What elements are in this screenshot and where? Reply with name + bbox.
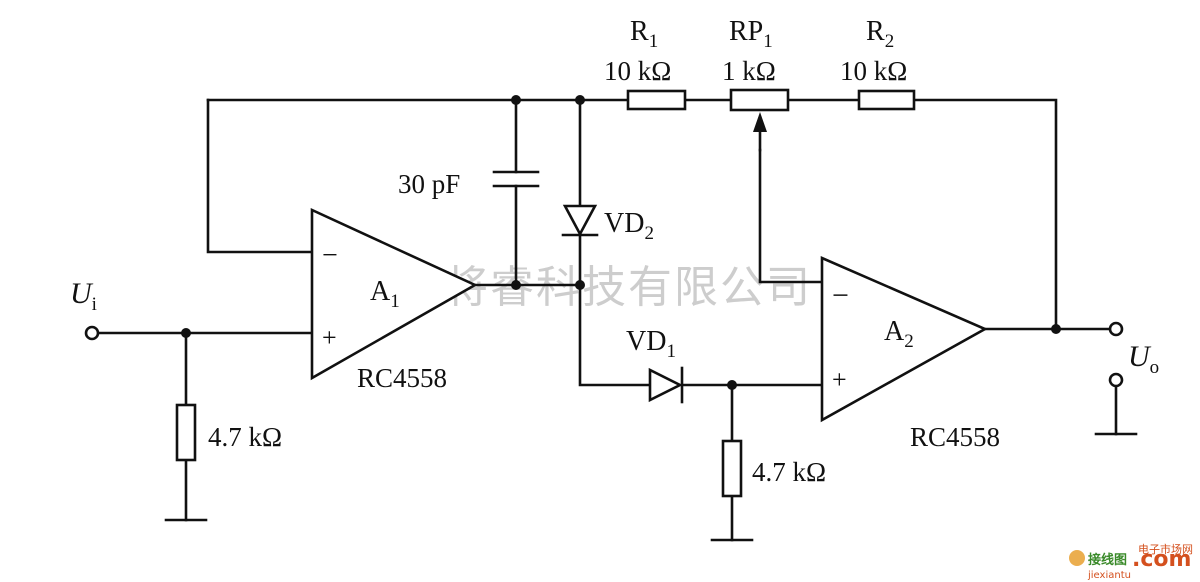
vd2-label: VD2 (604, 208, 654, 244)
a1-minus-sign: − (322, 240, 338, 271)
junction-dot (511, 95, 521, 105)
a2-part-number: RC4558 (910, 422, 1000, 452)
capacitor (492, 170, 540, 188)
junction-dot (181, 328, 191, 338)
opamp-a2 (820, 256, 988, 423)
junction-dot (575, 280, 585, 290)
rp1-value: 1 kΩ (722, 56, 776, 86)
input-terminal (84, 325, 100, 341)
rp1-label: RP1 (729, 16, 773, 52)
diode-vd2 (561, 204, 599, 237)
logo-text-sub: jiexiantu (1087, 570, 1131, 581)
wires (96, 98, 1118, 542)
r2-value: 10 kΩ (840, 56, 907, 86)
wiper-arrow-icon (753, 112, 767, 152)
junction-dot (511, 280, 521, 290)
a1-label: A1 (370, 276, 400, 312)
a2-plus-sign: + (832, 365, 847, 394)
output-terminal (1108, 321, 1124, 337)
logo-flower-icon (1069, 550, 1085, 566)
logo-text-com: .com (1132, 547, 1191, 572)
output-label: Uo (1128, 340, 1159, 378)
vd1-label: VD1 (626, 326, 676, 362)
capacitor-value: 30 pF (398, 169, 460, 199)
logo-text-main: 接线图 (1088, 552, 1127, 568)
diode-vd1 (648, 366, 684, 404)
r1-value: 10 kΩ (604, 56, 671, 86)
r2-label: R2 (866, 16, 894, 52)
a1-part-number: RC4558 (357, 363, 447, 393)
resistor-input (175, 403, 197, 462)
junction-dot (1051, 324, 1061, 334)
site-logo: 接线图 .com 电子市场网 jiexiantu (1069, 542, 1193, 581)
a2-minus-sign: − (832, 279, 849, 312)
resistor-r1 (626, 89, 687, 111)
logo-text-market: 电子市场网 (1138, 542, 1193, 556)
output-ground-terminal (1108, 372, 1124, 388)
mid-resistor-value: 4.7 kΩ (752, 457, 826, 487)
a2-label: A2 (884, 316, 914, 352)
resistor-mid (721, 439, 743, 498)
resistor-r2 (857, 89, 916, 111)
junction-dot (575, 95, 585, 105)
opamp-a1 (310, 207, 478, 381)
input-resistor-value: 4.7 kΩ (208, 422, 282, 452)
junction-dot (727, 380, 737, 390)
r1-label: R1 (630, 16, 658, 52)
a1-plus-sign: + (322, 323, 337, 352)
potentiometer-rp1 (729, 88, 790, 112)
input-label: Ui (70, 277, 97, 315)
